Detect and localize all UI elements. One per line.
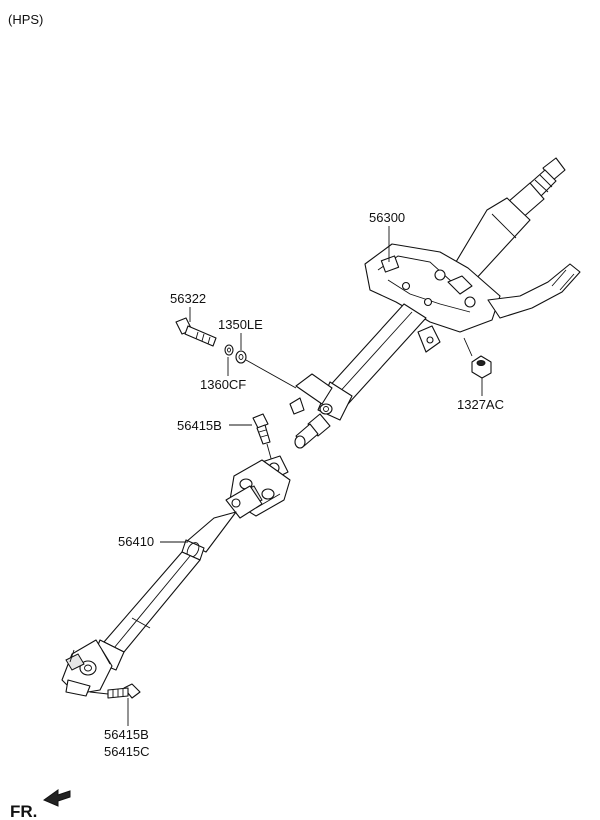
tilt-lever <box>487 263 581 319</box>
part-label-56415c-lower: 56415C <box>104 744 150 759</box>
bolt-56415b-upper <box>252 413 271 445</box>
variant-label: (HPS) <box>8 12 43 27</box>
part-label-56415b-lower: 56415B <box>104 727 149 742</box>
upper-universal-joint <box>225 455 291 519</box>
washer-1360cf <box>224 344 234 356</box>
bolt-56415-lower <box>107 683 141 699</box>
part-label-56300: 56300 <box>369 210 405 225</box>
part-label-1350le: 1350LE <box>218 317 263 332</box>
part-label-56322: 56322 <box>170 291 206 306</box>
leader-56415-lower-to-joint <box>89 691 109 695</box>
washer-1350le <box>235 350 247 364</box>
lower-universal-joint <box>61 639 125 697</box>
front-direction-label: FR. <box>10 802 37 820</box>
leader-1327ac-to-bracket <box>463 337 473 357</box>
leader-bolt-to-column <box>245 359 297 389</box>
front-arrow-icon <box>42 789 71 807</box>
part-label-1360cf: 1360CF <box>200 377 246 392</box>
steering-column-assembly <box>289 157 581 449</box>
part-label-56415b-upper: 56415B <box>177 418 222 433</box>
nut-1327ac <box>471 355 492 379</box>
part-label-1327ac: 1327AC <box>457 397 504 412</box>
column-mounting-bracket <box>364 243 501 353</box>
intermediate-shaft-56410 <box>61 455 291 697</box>
bolt-56322 <box>175 317 217 347</box>
part-label-56410: 56410 <box>118 534 154 549</box>
shaft-slip-sleeve <box>185 511 237 553</box>
column-lower-end <box>289 373 353 449</box>
